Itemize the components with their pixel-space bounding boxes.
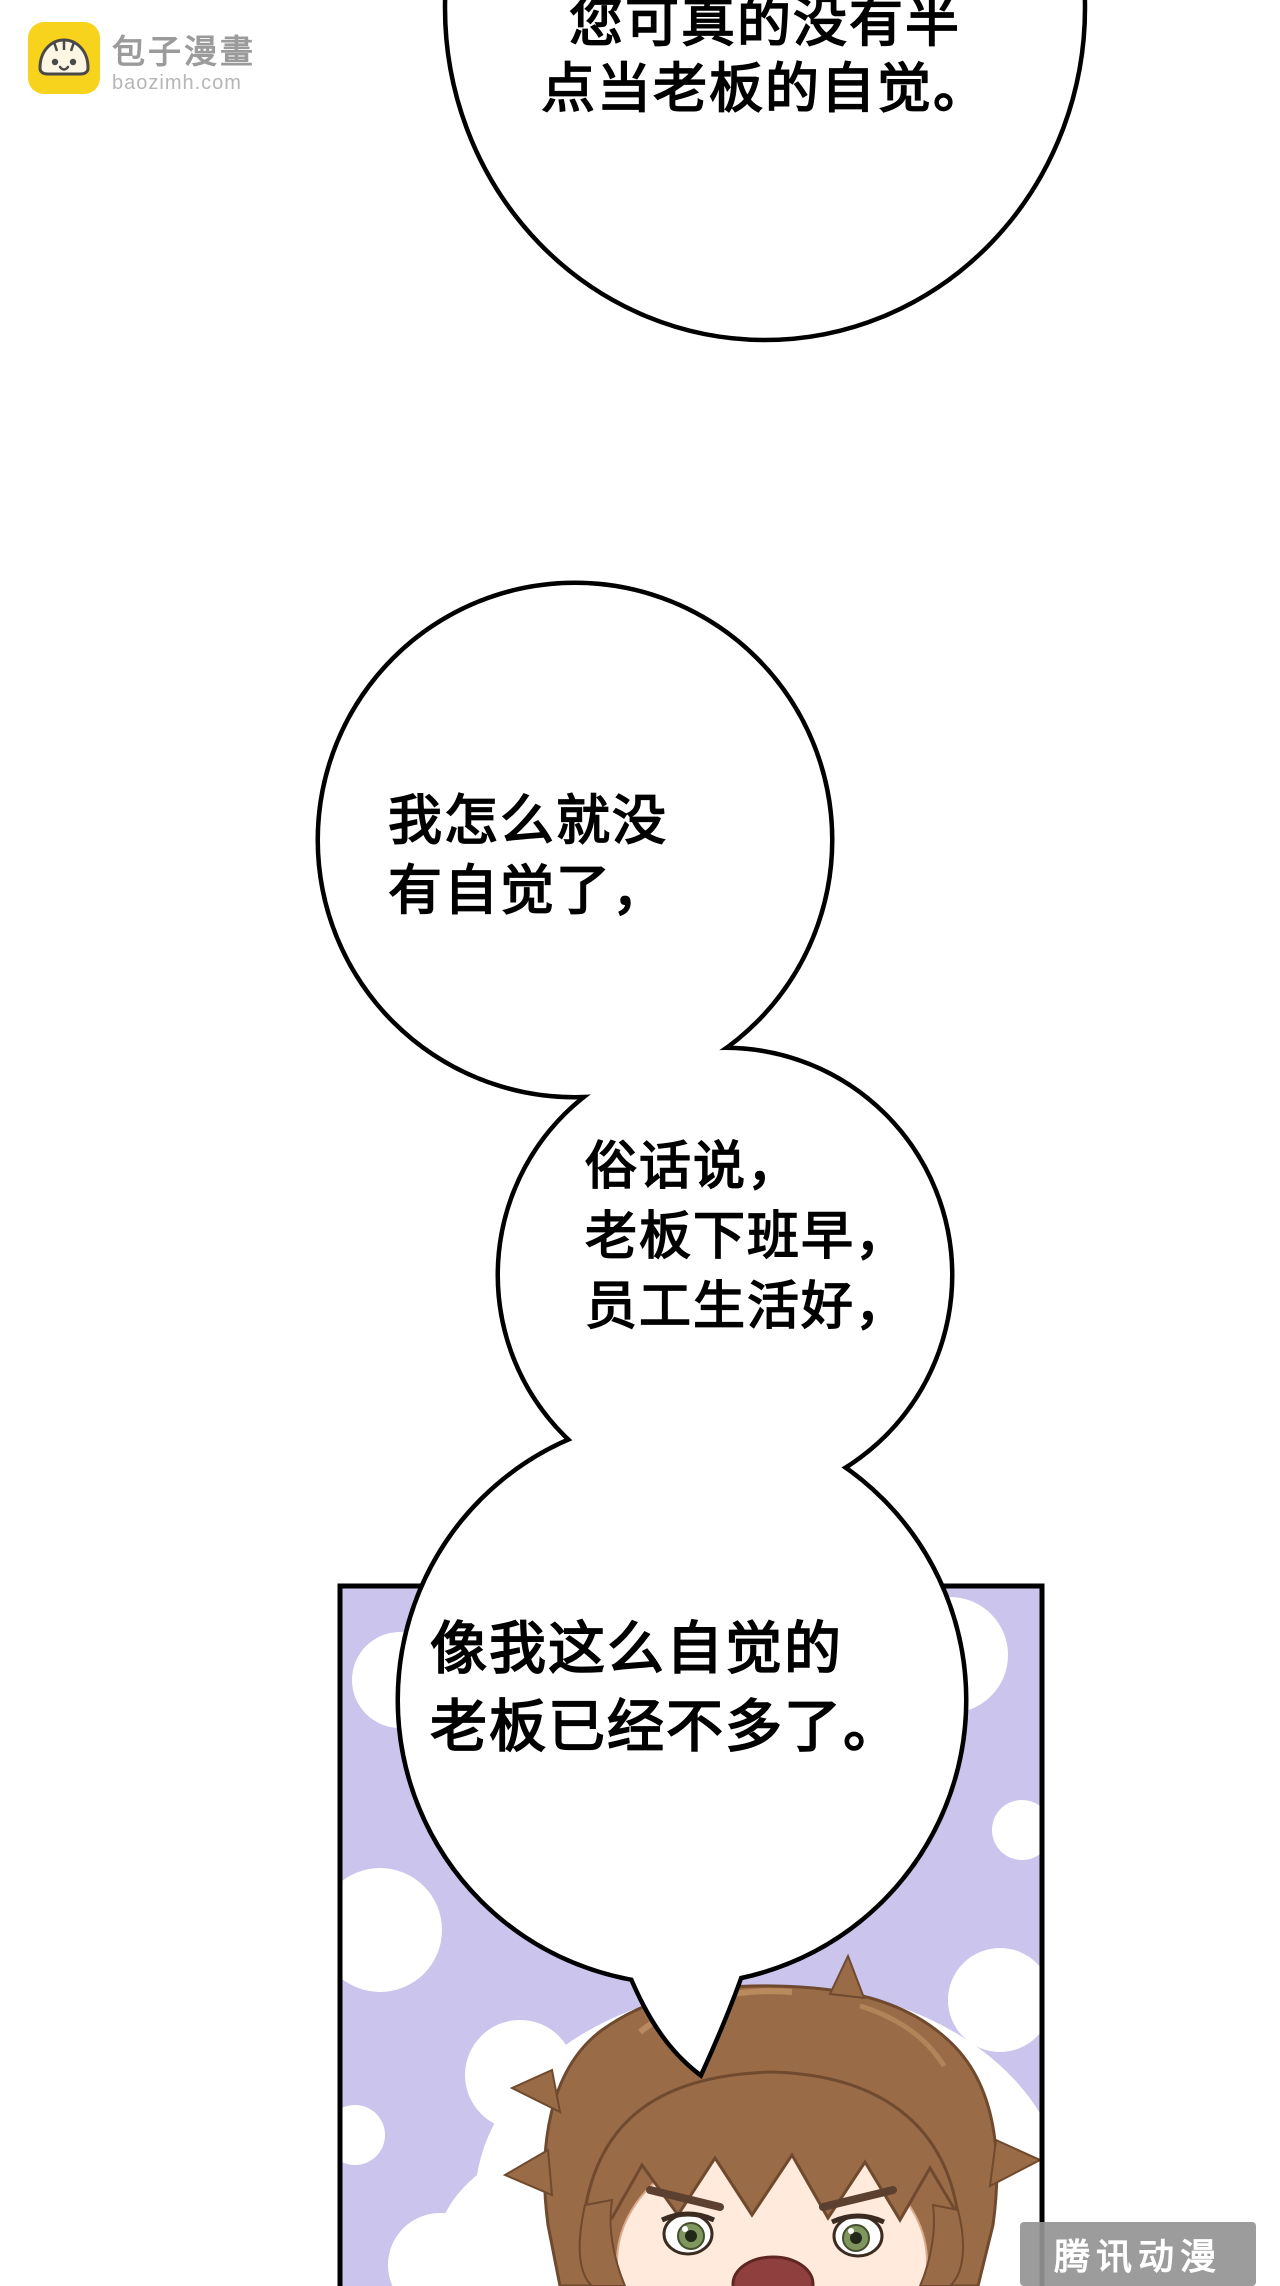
character xyxy=(435,1953,1042,2286)
character-eyes xyxy=(660,2211,886,2258)
hair-strand-right xyxy=(918,2203,964,2286)
speech-bubble-4-text: 像我这么自觉的 老板已经不多了。 xyxy=(430,1617,902,1759)
watermark-text: 腾讯动漫 xyxy=(1053,2236,1222,2277)
character-mouth xyxy=(731,2255,815,2286)
speech-bubble-chain xyxy=(315,580,969,2080)
site-logo-name: 包子漫畫 xyxy=(112,33,256,70)
hair-strand-left xyxy=(578,2198,627,2286)
hair-highlight-2 xyxy=(859,2003,947,2068)
speech-bubble-3-text: 俗话说， 老板下班早， 员工生活好， xyxy=(585,1138,910,1336)
speech-bubble-top xyxy=(442,0,1088,343)
speech-bubble-2-text: 我怎么就没 有自觉了， xyxy=(388,791,668,921)
speech-bubble-top-text: 您可真的没有半 点当老板的自觉。 xyxy=(541,0,989,119)
site-logo[interactable]: 包子漫畫 baozimh.com xyxy=(28,22,256,96)
site-logo-texts: 包子漫畫 baozimh.com xyxy=(112,22,256,96)
character-bangs xyxy=(583,2070,960,2223)
tencent-comics-watermark: 腾讯动漫 xyxy=(1020,2222,1256,2286)
bun-face-icon xyxy=(28,22,100,94)
character-eyebrows xyxy=(646,2186,897,2211)
site-logo-domain: baozimh.com xyxy=(112,72,242,94)
